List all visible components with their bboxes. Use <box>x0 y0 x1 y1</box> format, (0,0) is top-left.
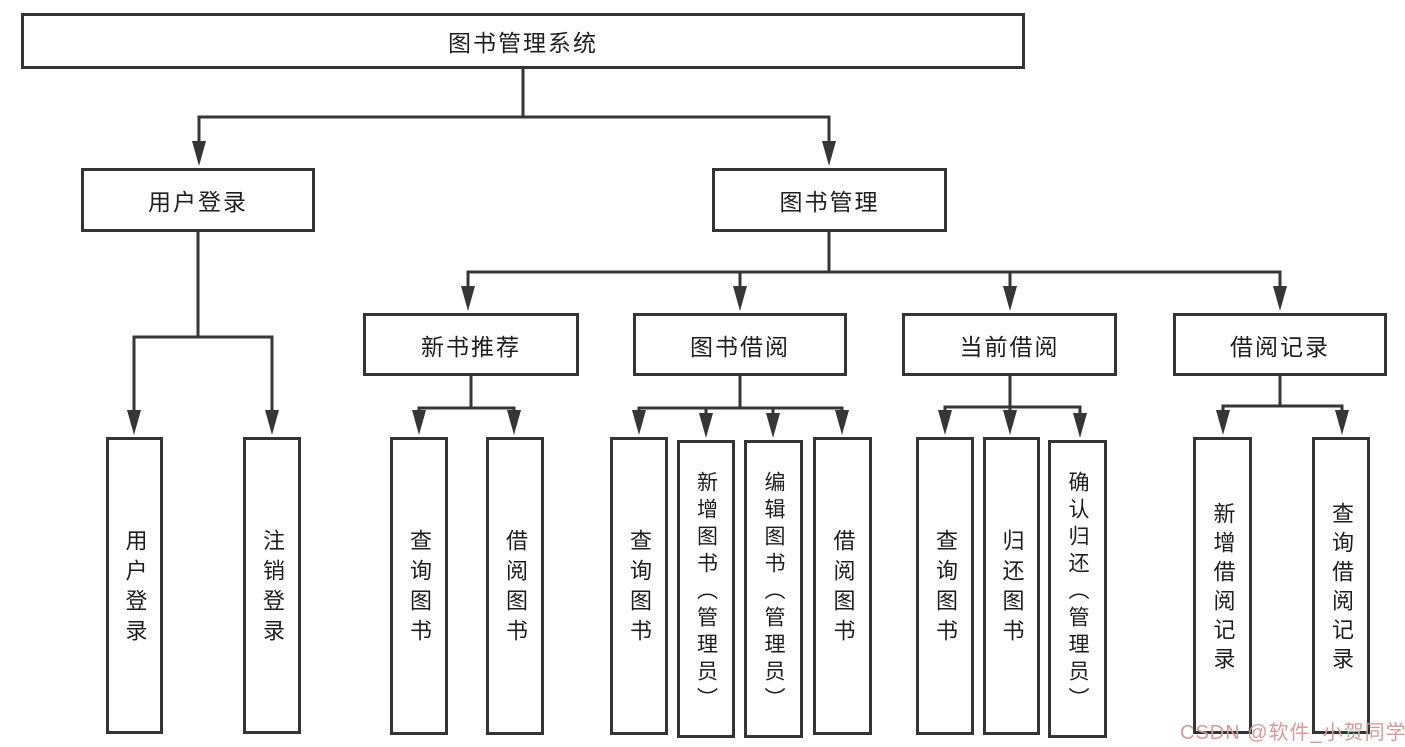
leaf-borrow-book: 借阅图书 <box>813 437 872 735</box>
node-root-label: 图书管理系统 <box>448 30 598 56</box>
leaf-borrow-book-label: 借阅图书 <box>830 529 856 649</box>
node-current-borrow: 当前借阅 <box>902 313 1117 376</box>
node-book-borrow-label: 图书借阅 <box>690 333 790 360</box>
node-book-management-label: 图书管理 <box>779 189 880 215</box>
leaf-record-add-label: 新增借阅记录 <box>1210 501 1236 676</box>
leaf-logout-label: 注销登录 <box>260 528 285 649</box>
leaf-borrow-add-admin: 新增图书（管理员） <box>677 440 735 738</box>
leaf-current-query-label: 查询图书 <box>933 529 958 649</box>
node-book-borrow: 图书借阅 <box>633 313 847 376</box>
leaf-user-login: 用户登录 <box>106 437 163 734</box>
leaf-record-query: 查询借阅记录 <box>1312 437 1370 734</box>
leaf-newbook-borrow: 借阅图书 <box>486 437 544 735</box>
leaf-record-add: 新增借阅记录 <box>1193 437 1252 734</box>
node-current-borrow-label: 当前借阅 <box>959 333 1060 360</box>
leaf-record-query-label: 查询借阅记录 <box>1329 501 1354 676</box>
connector-arrows <box>127 141 1349 438</box>
node-borrow-records: 借阅记录 <box>1173 313 1387 376</box>
leaf-newbook-borrow-label: 借阅图书 <box>503 529 528 649</box>
leaf-current-return: 归还图书 <box>983 437 1040 735</box>
node-new-book-recommend: 新书推荐 <box>363 313 579 376</box>
leaf-current-confirm-admin: 确认归还（管理员） <box>1048 440 1107 738</box>
node-borrow-records-label: 借阅记录 <box>1230 333 1330 360</box>
leaf-borrow-query: 查询图书 <box>610 437 668 735</box>
leaf-current-return-label: 归还图书 <box>999 529 1025 649</box>
leaf-borrow-edit-admin: 编辑图书（管理员） <box>744 440 803 738</box>
leaf-current-query: 查询图书 <box>916 437 974 735</box>
leaf-logout: 注销登录 <box>243 437 301 734</box>
node-book-management: 图书管理 <box>712 168 947 232</box>
leaf-newbook-query-label: 查询图书 <box>407 529 432 649</box>
node-root: 图书管理系统 <box>21 13 1025 69</box>
node-new-book-recommend-label: 新书推荐 <box>421 333 521 360</box>
node-user-login-label: 用户登录 <box>148 189 248 215</box>
leaf-borrow-add-admin-label: 新增图书（管理员） <box>694 470 718 714</box>
watermark-text: CSDN @软件_小贺同学 <box>1180 722 1405 744</box>
leaf-newbook-query: 查询图书 <box>390 437 448 735</box>
node-user-login: 用户登录 <box>81 168 315 232</box>
leaf-user-login-label: 用户登录 <box>122 528 148 649</box>
leaf-current-confirm-admin-label: 确认归还（管理员） <box>1066 470 1089 714</box>
leaf-borrow-edit-admin-label: 编辑图书（管理员） <box>762 470 785 714</box>
leaf-borrow-query-label: 查询图书 <box>627 529 652 649</box>
